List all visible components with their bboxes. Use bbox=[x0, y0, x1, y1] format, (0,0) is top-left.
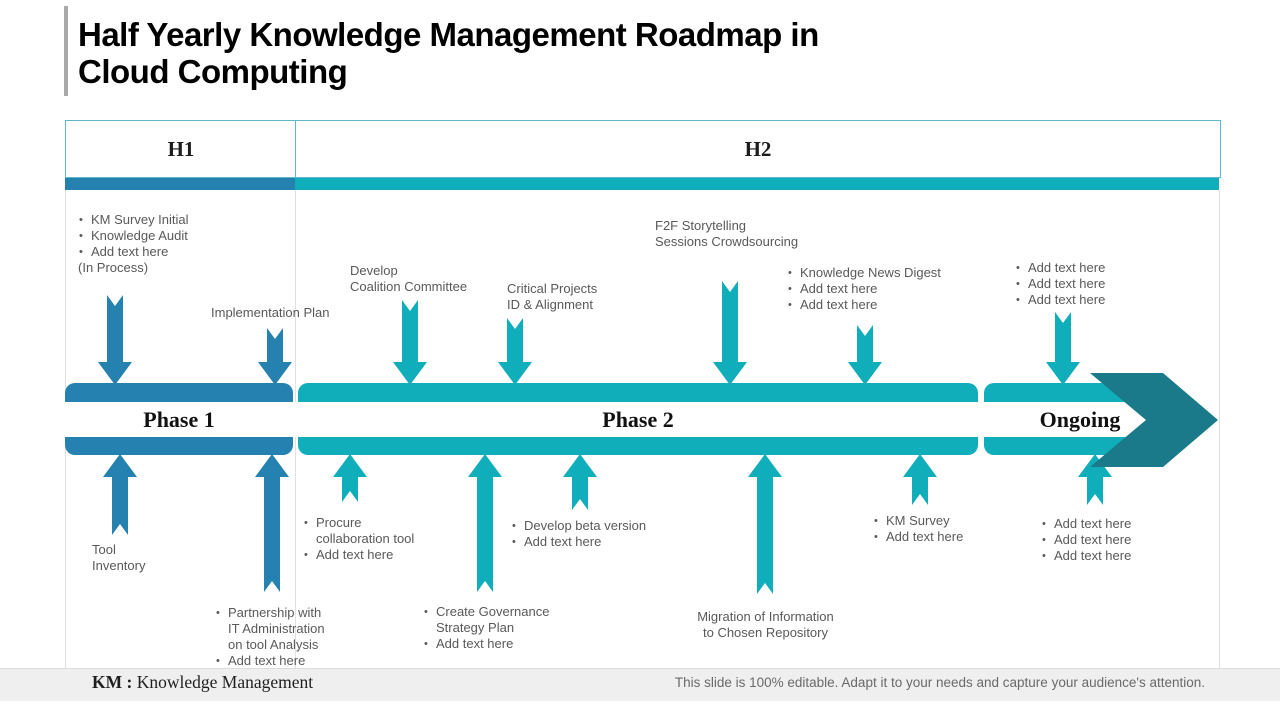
ongoing-label: Ongoing bbox=[984, 403, 1176, 437]
annotation-line: KM Survey bbox=[873, 513, 1013, 529]
annotation-line: (In Process) bbox=[78, 260, 149, 275]
header-cell-h2: H2 bbox=[295, 120, 1221, 178]
annotation-line: Sessions Crowdsourcing bbox=[655, 234, 799, 249]
annotation-line: IT Administration bbox=[228, 621, 325, 636]
footer-abbr-meaning: Knowledge Management bbox=[132, 672, 314, 692]
arrow-procure-tool bbox=[333, 454, 367, 502]
annotation-line: Add text here bbox=[787, 297, 957, 313]
annotation-km-survey: KM SurveyAdd text here bbox=[873, 513, 1013, 545]
arrow-develop-coalition bbox=[393, 300, 427, 385]
annotation-line: Add text here bbox=[1041, 516, 1161, 532]
annotation-line: Add text here bbox=[873, 529, 1013, 545]
annotation-line: Strategy Plan bbox=[436, 620, 515, 635]
annotation-line: Migration of Information bbox=[697, 609, 834, 624]
annotation-line: Add text here bbox=[511, 534, 671, 550]
arrow-knowledge-news-digest bbox=[848, 325, 882, 385]
arrow-create-governance bbox=[468, 454, 502, 592]
arrow-add-text-bottom-right bbox=[1078, 454, 1112, 505]
annotation-line: Add text here bbox=[787, 281, 957, 297]
annotation-line: Partnership with bbox=[215, 605, 365, 621]
arrow-implementation-plan bbox=[258, 328, 292, 385]
arrow-partnership-it bbox=[255, 454, 289, 592]
timeline-white-stripe bbox=[65, 402, 1190, 437]
annotation-line: Add text here bbox=[423, 636, 573, 652]
arrow-f2f-storytelling bbox=[713, 281, 747, 385]
annotation-line: Procure bbox=[303, 515, 443, 531]
annotation-line: ID & Alignment bbox=[507, 297, 593, 312]
arrow-develop-beta bbox=[563, 454, 597, 510]
footer-bar bbox=[0, 668, 1280, 701]
annotation-implementation-plan: Implementation Plan bbox=[211, 305, 341, 321]
annotation-line: Tool bbox=[92, 542, 116, 557]
title-accent-bar bbox=[64, 6, 68, 96]
annotation-line: Create Governance bbox=[423, 604, 573, 620]
page-title-line2: Cloud Computing bbox=[78, 53, 348, 90]
ongoing-text: Ongoing bbox=[1039, 407, 1121, 432]
annotation-line: Coalition Committee bbox=[350, 279, 468, 294]
arrow-critical-projects bbox=[498, 318, 532, 385]
annotation-km-survey-audit: KM Survey InitialKnowledge AuditAdd text… bbox=[78, 212, 248, 276]
arrow-tool-inventory bbox=[103, 454, 137, 535]
arrow-add-text-top-right bbox=[1046, 312, 1080, 385]
annotation-line: F2F Storytelling bbox=[655, 218, 747, 233]
annotation-line: Knowledge Audit bbox=[78, 228, 248, 244]
annotation-knowledge-news-digest: Knowledge News DigestAdd text hereAdd te… bbox=[787, 265, 957, 313]
phase2-text: Phase 2 bbox=[602, 407, 674, 432]
phase1-label: Phase 1 bbox=[65, 403, 293, 437]
arrow-migration-repository bbox=[748, 454, 782, 594]
annotation-line: on tool Analysis bbox=[228, 637, 319, 652]
annotation-develop-beta: Develop beta versionAdd text here bbox=[511, 518, 671, 550]
header-cell-h1: H1 bbox=[65, 120, 297, 178]
annotation-line: Develop beta version bbox=[511, 518, 671, 534]
header-underline-h2 bbox=[295, 178, 1219, 190]
annotation-line: Add text here bbox=[1041, 532, 1161, 548]
footer-editable-note: This slide is 100% editable. Adapt it to… bbox=[674, 675, 1205, 690]
annotation-line: Add text here bbox=[1041, 548, 1161, 564]
header-underline-h1 bbox=[65, 178, 295, 190]
annotation-line: Knowledge News Digest bbox=[787, 265, 957, 281]
arrow-km-survey bbox=[903, 454, 937, 505]
page-title: Half Yearly Knowledge Management Roadmap… bbox=[78, 16, 938, 90]
annotation-line: Add text here bbox=[78, 244, 248, 260]
footer-abbreviation: KM : Knowledge Management bbox=[92, 672, 313, 693]
annotation-line: to Chosen Repository bbox=[702, 625, 828, 640]
annotation-line: Add text here bbox=[1015, 276, 1135, 292]
footer-abbr-key: KM : bbox=[92, 672, 133, 692]
annotation-line: collaboration tool bbox=[316, 531, 415, 546]
annotation-line: Implementation Plan bbox=[211, 305, 330, 320]
annotation-line: Add text here bbox=[1015, 292, 1135, 308]
arrow-km-survey-audit bbox=[98, 295, 132, 385]
annotation-line: Critical Projects bbox=[507, 281, 598, 296]
annotation-add-text-bottom-right: Add text hereAdd text hereAdd text here bbox=[1041, 516, 1161, 564]
guide-line-right bbox=[1219, 190, 1220, 668]
annotation-add-text-top-right: Add text hereAdd text hereAdd text here bbox=[1015, 260, 1135, 308]
phase1-text: Phase 1 bbox=[143, 407, 215, 432]
phase2-label: Phase 2 bbox=[298, 403, 978, 437]
annotation-line: Add text here bbox=[303, 547, 443, 563]
annotation-line: Inventory bbox=[92, 558, 146, 573]
annotation-line: KM Survey Initial bbox=[78, 212, 248, 228]
header-h1-label: H1 bbox=[167, 136, 195, 161]
header-h2-label: H2 bbox=[744, 136, 772, 161]
page-title-line1: Half Yearly Knowledge Management Roadmap… bbox=[78, 16, 819, 53]
annotation-line: Develop bbox=[350, 263, 398, 278]
annotation-line: Add text here bbox=[1015, 260, 1135, 276]
annotation-line: Add text here bbox=[215, 653, 365, 669]
